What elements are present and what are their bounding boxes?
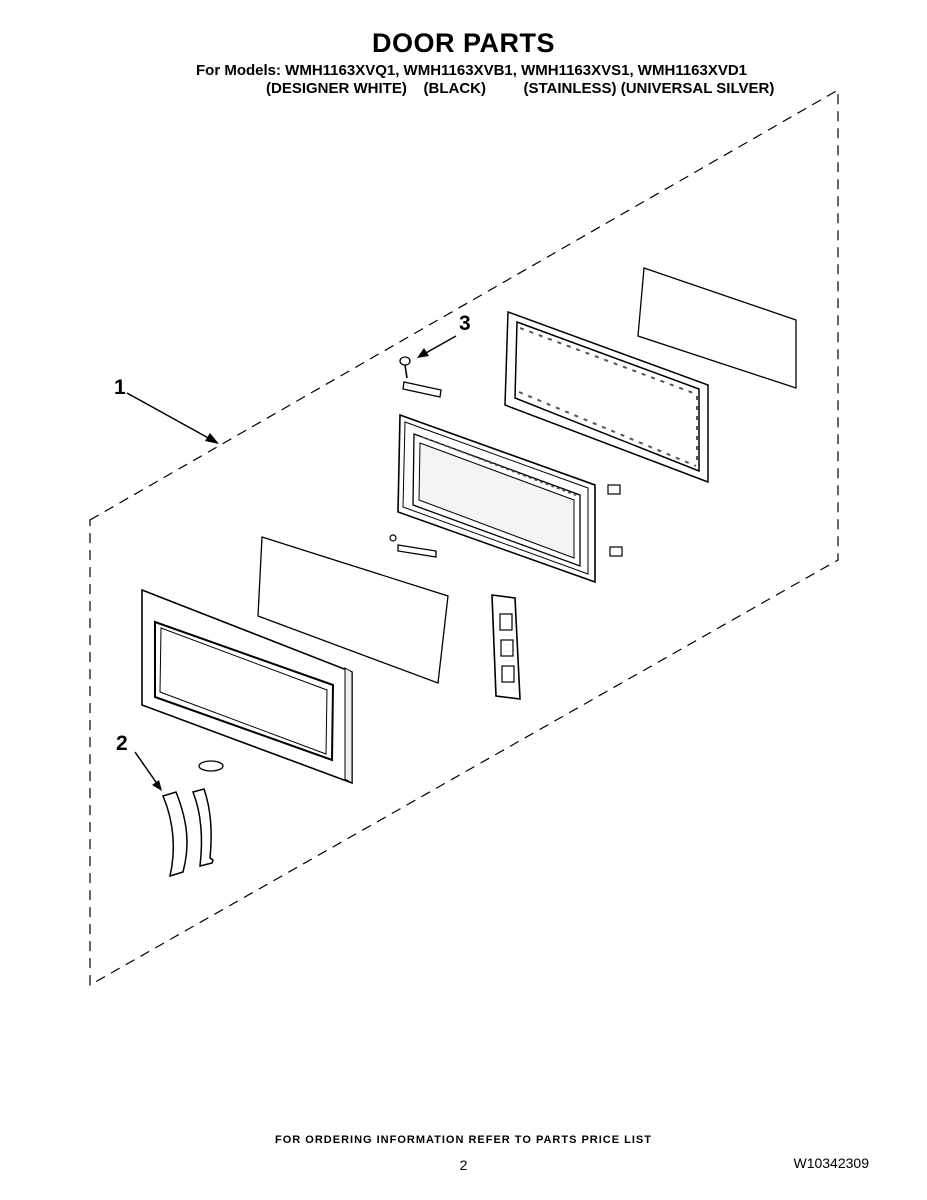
models-line: For Models: WMH1163XVQ1, WMH1163XVB1, WM… [196, 62, 748, 79]
door-handle [161, 788, 214, 878]
color-variants-line: (DESIGNER WHITE) (BLACK) (STAINLESS) (UN… [266, 80, 775, 97]
latch-housing [491, 594, 521, 700]
hinge-clips [607, 484, 623, 557]
leader-line-2 [134, 751, 162, 791]
door-glass-panel [257, 536, 449, 684]
document-number: W10342309 [793, 1155, 869, 1171]
ordering-note: FOR ORDERING INFORMATION REFER TO PARTS … [275, 1134, 652, 1146]
page-title: DOOR PARTS [371, 28, 555, 58]
assembly-boundary [89, 88, 839, 987]
callout-3: 3 [459, 312, 471, 335]
outer-door-panel [141, 588, 353, 785]
latch-part-small [399, 356, 442, 398]
leader-line-3 [417, 335, 457, 358]
callout-1: 1 [114, 376, 126, 399]
inner-door-frame [397, 413, 596, 584]
leader-line-1 [126, 392, 219, 444]
rear-choke-frame [504, 310, 709, 484]
callout-2: 2 [116, 732, 128, 755]
rear-glass-panel [637, 267, 797, 389]
page-number: 2 [459, 1157, 468, 1173]
brand-badge [198, 760, 224, 772]
latch-pin-piece [389, 534, 437, 558]
